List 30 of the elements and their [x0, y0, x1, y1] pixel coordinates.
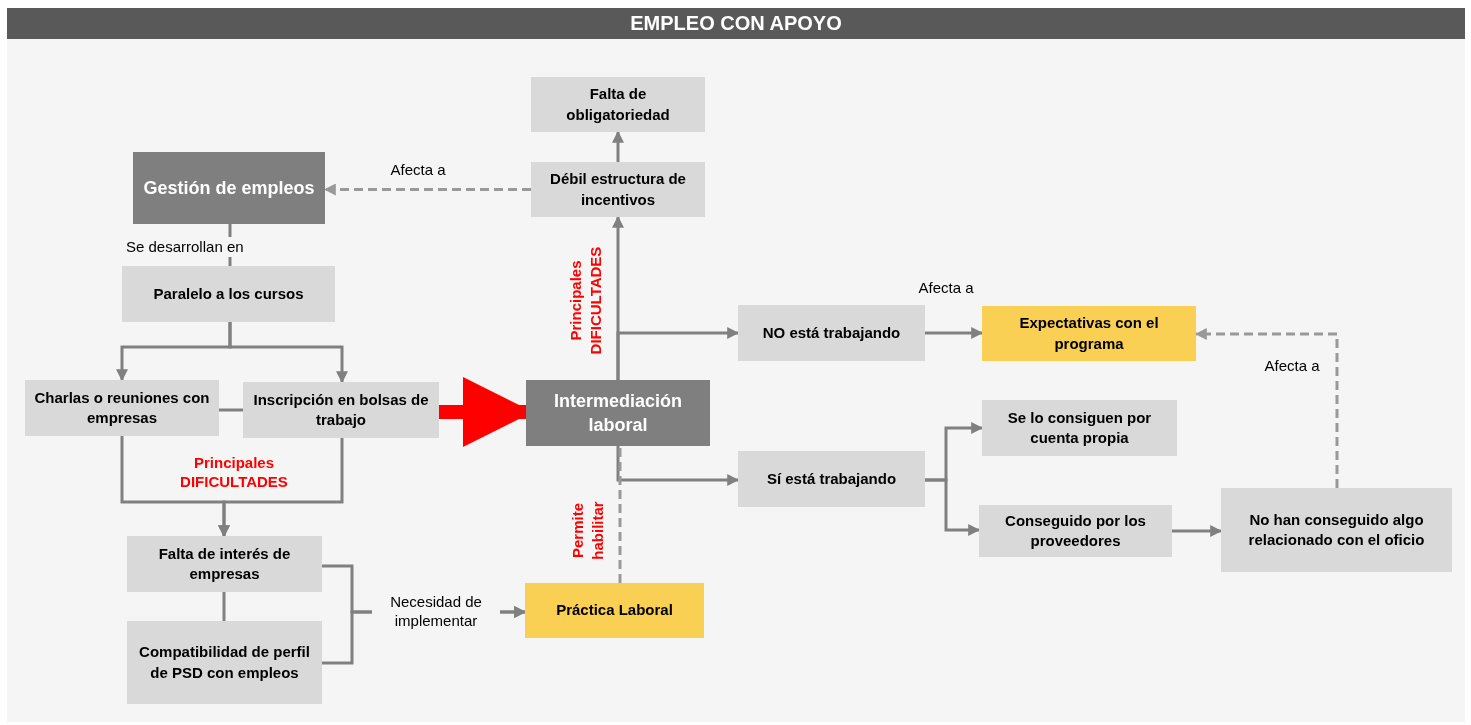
process-box: Compatibilidad de perfil de PSD con empleos: [127, 621, 322, 704]
arrow: [925, 478, 981, 536]
process-box: Charlas o reuniones con empresas: [25, 380, 219, 436]
process-box: Falta de interés de empresas: [127, 536, 322, 592]
process-box: Gestión de empleos: [133, 152, 325, 224]
process-box: Intermediación laboral: [526, 380, 710, 446]
process-box: Paralelo a los cursos: [122, 266, 335, 322]
title-bar: EMPLEO CON APOYO: [7, 8, 1465, 39]
arrow: [925, 327, 984, 339]
edge-label: Permite habilitar: [567, 499, 606, 562]
process-box: Débil estructura de incentivos: [531, 162, 705, 217]
process-box: Se lo consiguen por cuenta propia: [982, 400, 1177, 456]
arrow: [228, 322, 348, 384]
arrow: [1172, 525, 1223, 537]
arrow: [218, 438, 344, 538]
process-box: Falta de obligatoriedad: [531, 77, 705, 132]
edge-label: Principales DIFICULTADES: [565, 245, 604, 355]
process-box: Conseguido por los proveedores: [979, 505, 1172, 557]
process-box: No han conseguido algo relacionado con el oficio: [1221, 488, 1452, 572]
arrow: [612, 130, 624, 162]
process-box: Inscripción en bolsas de trabajo: [243, 382, 439, 438]
connector-line: [222, 592, 226, 621]
arrow: [616, 446, 740, 486]
connector-line: [219, 408, 243, 412]
note-text: Principales DIFICULTADES: [179, 452, 289, 492]
process-box: Sí está trabajando: [738, 451, 925, 507]
highlight-box: Práctica Laboral: [525, 583, 704, 638]
arrow: [616, 327, 740, 380]
process-box: NO está trabajando: [738, 305, 925, 361]
highlight-box: Expectativas con el programa: [982, 306, 1196, 361]
